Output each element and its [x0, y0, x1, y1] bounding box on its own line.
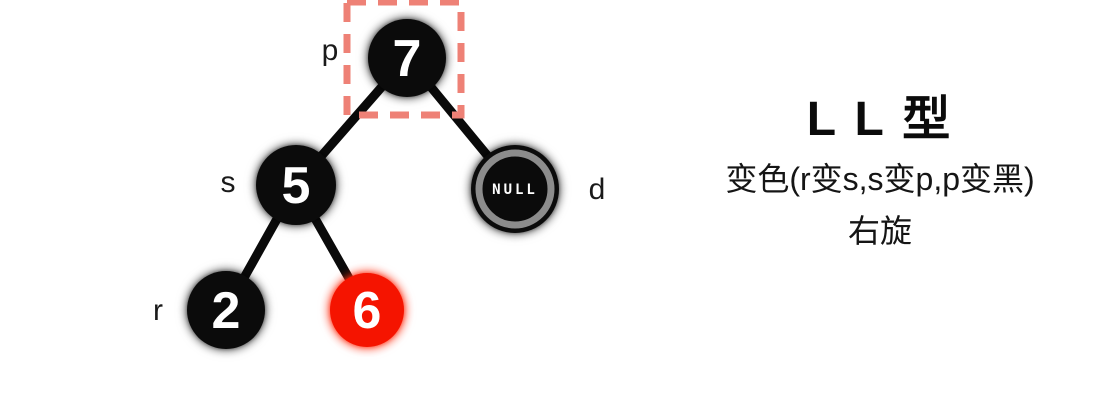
node-pointer-label-p: p [322, 34, 339, 67]
caption-title: L L 型 [806, 93, 954, 146]
node-value-2: 2 [212, 282, 241, 340]
caption-rotate-step: 右旋 [847, 213, 912, 249]
node-pointer-label-s: s [221, 166, 236, 199]
tree-node-NULL [471, 145, 559, 233]
node-pointer-label-d: d [589, 173, 606, 206]
tree-node-7 [368, 19, 446, 97]
caption-block: L L 型 变色(r变s,s变p,p变黑) 右旋 [660, 92, 1100, 252]
tree-node-6 [330, 273, 404, 347]
node-value-6: 6 [353, 282, 382, 340]
highlight-dashed-box [343, 0, 465, 119]
node-value-5: 5 [282, 157, 311, 215]
node-pointer-label-r: r [153, 294, 163, 327]
caption-recolor-step: 变色(r变s,s变p,p变黑) [725, 161, 1035, 197]
node-value-NULL: NULL [492, 182, 538, 198]
tree-node-5 [256, 145, 336, 225]
null-node-ring [475, 149, 555, 229]
node-value-7: 7 [393, 30, 422, 88]
tree-node-2 [187, 271, 265, 349]
